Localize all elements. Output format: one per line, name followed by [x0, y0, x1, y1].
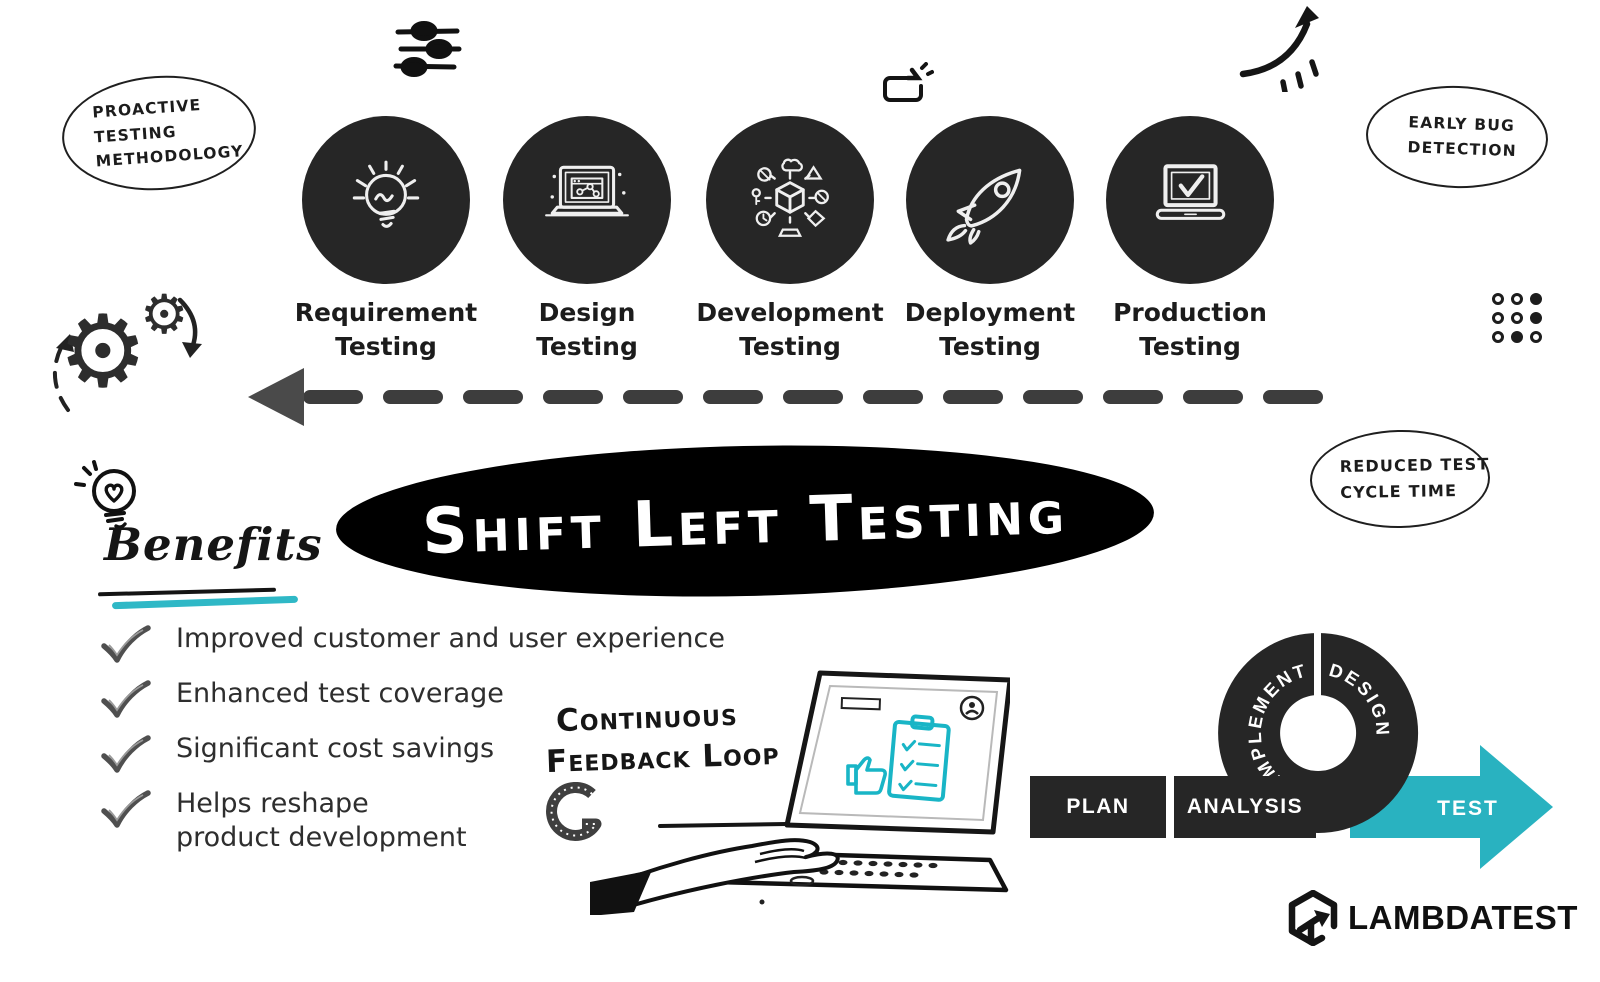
checkmark-icon: [101, 680, 151, 718]
benefit-text: Significant cost savings: [176, 733, 495, 764]
shift-left-dashed-arrow: [248, 368, 1352, 426]
bubble-line: REDUCED TEST: [1339, 454, 1490, 477]
gear-arrows-doodle: [52, 297, 202, 412]
sliders-icon: [393, 21, 462, 77]
gear-icon: ⚙: [58, 293, 148, 410]
module-network-icon: [751, 158, 829, 237]
lightbulb-icon: [352, 160, 420, 228]
proactive-testing-bubble: PROACTIVE TESTING METHODOLOGY: [58, 69, 260, 197]
repeat-icon: [883, 62, 934, 102]
benefits-list: Improved customer and user experience En…: [100, 622, 725, 866]
benefit-item: Helps reshape product development: [100, 787, 725, 855]
upward-swoosh-arrow-icon: [1239, 6, 1319, 92]
reduced-test-cycle-bubble: REDUCED TEST CYCLE TIME: [1309, 428, 1491, 530]
rocket-icon: [946, 168, 1022, 245]
stage-circle: [503, 116, 671, 284]
brand-name: LAMBDATEST: [1348, 899, 1578, 936]
idea-bulb-icon: [74, 460, 136, 529]
checkmark-icon: [101, 790, 151, 828]
dots-grid-doodle: [1492, 293, 1542, 343]
benefit-text: Helps reshape product development: [176, 788, 467, 853]
benefit-text: Improved customer and user experience: [176, 623, 725, 654]
plan-box: PLAN: [1030, 776, 1166, 838]
stage-circle: [302, 116, 470, 284]
shift-left-testing-banner: Shift Left Testing: [334, 437, 1156, 605]
benefits-underline: [97, 587, 277, 597]
stage-circle: [906, 116, 1074, 284]
laptop-hand-illustration: [590, 670, 1010, 915]
laptop-check-icon: [1155, 164, 1226, 220]
benefits-underline-accent: [111, 595, 299, 610]
sdlc-loop-diagram: TEST IMPLEMENT DESIGN: [1218, 628, 1553, 869]
lambdatest-mark-icon: [1288, 890, 1338, 946]
benefit-item: Enhanced test coverage: [100, 677, 725, 721]
checkmark-icon: [101, 625, 151, 663]
stage-circle: [1106, 116, 1274, 284]
banner-title: Shift Left Testing: [420, 474, 1070, 568]
checkmark-icon: [101, 735, 151, 773]
early-bug-detection-bubble: EARLY BUG DETECTION: [1364, 82, 1550, 192]
design-laptop-icon: [545, 165, 629, 217]
analysis-box: ANALYSIS: [1174, 776, 1316, 838]
gear-small-icon: ⚙: [140, 283, 189, 346]
bubble-line: CYCLE TIME: [1340, 481, 1458, 503]
benefits-heading: Benefits: [104, 518, 323, 571]
lambdatest-logo: LAMBDATEST: [1288, 890, 1578, 946]
benefit-text: Enhanced test coverage: [176, 678, 504, 709]
test-label: TEST: [1437, 797, 1499, 820]
bubble-line: DETECTION: [1407, 138, 1518, 161]
loop-arrow-icon: [546, 782, 602, 841]
stage-circle: [706, 116, 874, 284]
benefit-item: Improved customer and user experience: [100, 622, 725, 666]
benefit-item: Significant cost savings: [100, 732, 725, 776]
